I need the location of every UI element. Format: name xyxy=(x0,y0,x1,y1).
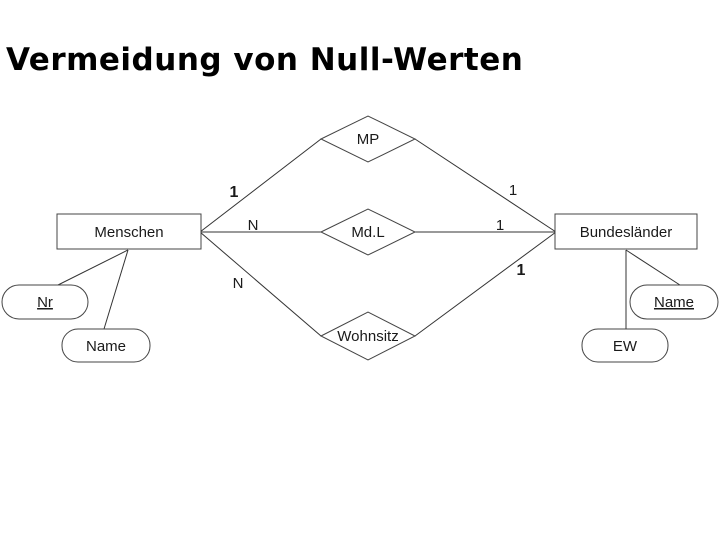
entity-bundeslaender: Bundesländer xyxy=(554,213,698,250)
attribute-menschen-name-label: Name xyxy=(86,338,126,355)
edge-menschen-name xyxy=(103,249,129,330)
cardinality-mdl-bundeslaender: 1 xyxy=(496,217,504,234)
cardinality-mp-bundeslaender: 1 xyxy=(509,182,517,199)
edges xyxy=(49,138,684,337)
attribute-bundeslaender-ew: EW xyxy=(581,328,669,363)
cardinality-mdl-menschen: N xyxy=(248,217,259,234)
entity-bundeslaender-label: Bundesländer xyxy=(580,224,673,241)
cardinality-wohnsitz-menschen: N xyxy=(233,275,244,292)
edge-mp-bundeslaender xyxy=(414,138,557,233)
relationship-mp: MP xyxy=(319,115,417,163)
edge-wohnsitz-bundeslaender xyxy=(414,231,557,337)
relationship-wohnsitz-label: Wohnsitz xyxy=(337,328,398,345)
relationship-wohnsitz: Wohnsitz xyxy=(319,311,417,361)
page-title: Vermeidung von Null-Werten xyxy=(6,42,524,78)
edge-menschen-wohnsitz xyxy=(199,231,322,337)
attribute-bundeslaender-name-label: Name xyxy=(654,294,694,311)
entity-menschen: Menschen xyxy=(56,213,202,250)
edge-menschen-mp xyxy=(199,138,322,233)
relationship-mdl-label: Md.L xyxy=(351,224,384,241)
relationship-mp-label: MP xyxy=(357,131,380,148)
attribute-menschen-name: Name xyxy=(61,328,151,363)
relationship-mdl: Md.L xyxy=(319,208,417,256)
attribute-bundeslaender-ew-label: EW xyxy=(613,338,638,355)
entity-menschen-label: Menschen xyxy=(94,224,163,241)
attribute-menschen-nr-label: Nr xyxy=(37,294,53,311)
attribute-menschen-nr: Nr xyxy=(1,284,89,320)
cardinality-mp-menschen: 1 xyxy=(230,184,239,201)
edge-menschen-nr xyxy=(49,249,129,290)
edge-bundeslaender-name xyxy=(625,249,684,288)
cardinality-labels: 1 1 N 1 N 1 xyxy=(230,182,526,292)
attribute-bundeslaender-name: Name xyxy=(629,284,719,320)
cardinality-wohnsitz-bundeslaender: 1 xyxy=(517,262,526,279)
